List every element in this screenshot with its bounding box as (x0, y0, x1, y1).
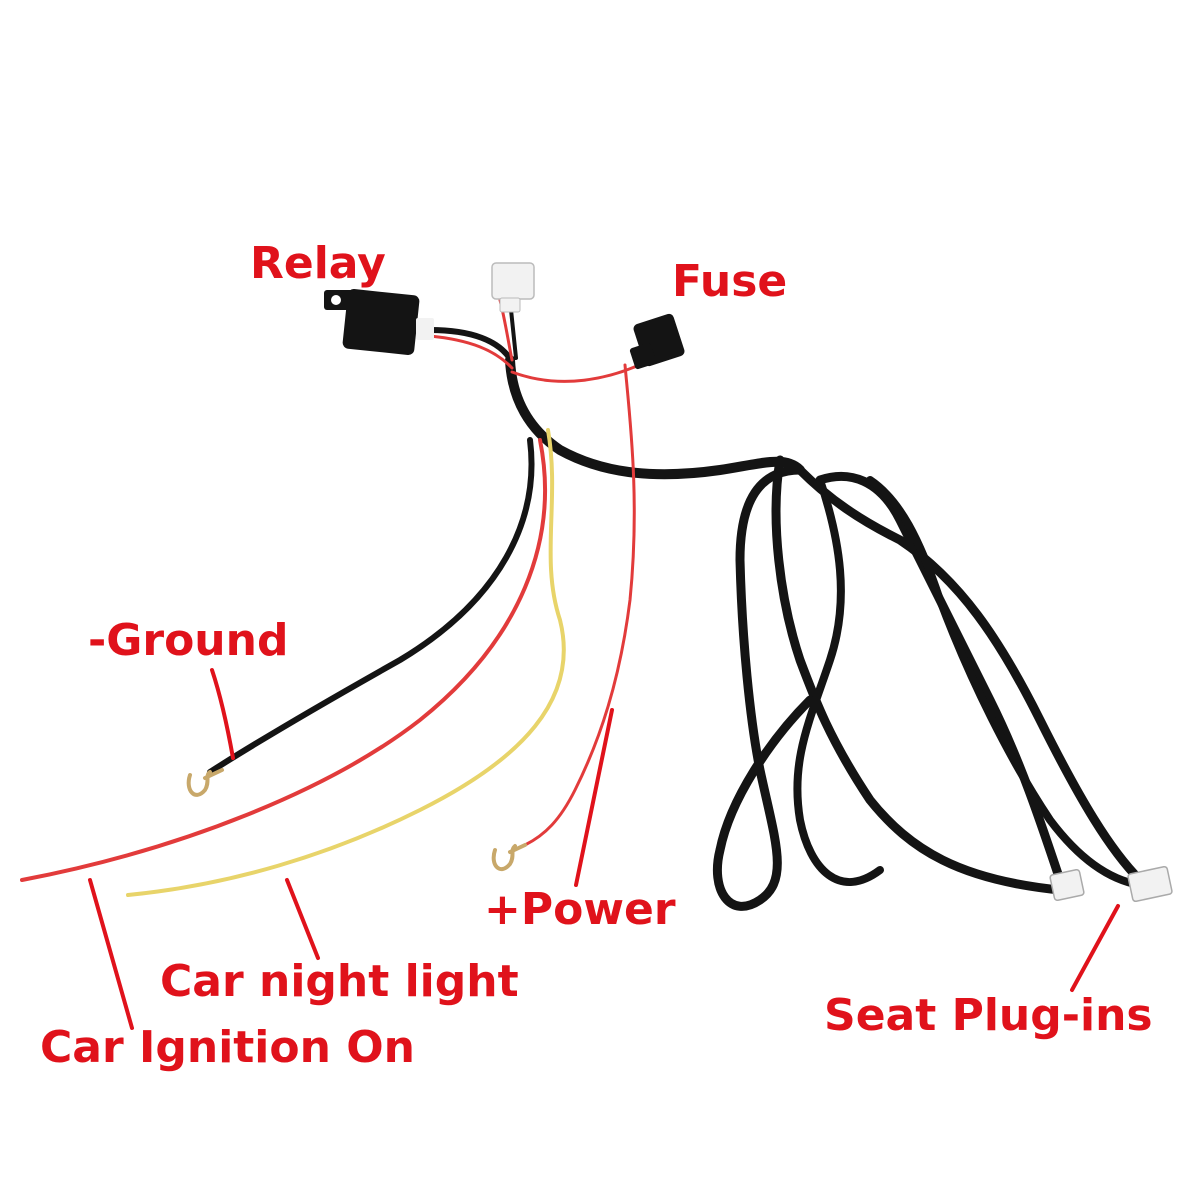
braided-seat-cable (505, 355, 1145, 911)
night-light-label: Car night light (160, 956, 519, 1007)
fuse-label: Fuse (672, 256, 787, 307)
ground-ring-terminal (186, 768, 224, 797)
callout-labels: Relay Fuse -Ground +Power Car night ligh… (40, 238, 1153, 1073)
ignition-wire (20, 438, 547, 882)
ignition-label: Car Ignition On (40, 1022, 415, 1073)
seat-plugins-label: Seat Plug-ins (824, 990, 1153, 1041)
seat-plug-connectors (1049, 865, 1173, 903)
fuse-holder (629, 313, 685, 370)
power-ring-terminal (491, 843, 527, 871)
pointer-lines (88, 668, 1120, 1030)
relay-component (324, 288, 434, 356)
power-label: +Power (484, 884, 676, 935)
ground-wire (207, 437, 535, 775)
white-connector (491, 262, 535, 313)
ground-label: -Ground (88, 615, 288, 666)
night-light-wire (126, 428, 566, 897)
relay-label: Relay (250, 238, 386, 289)
